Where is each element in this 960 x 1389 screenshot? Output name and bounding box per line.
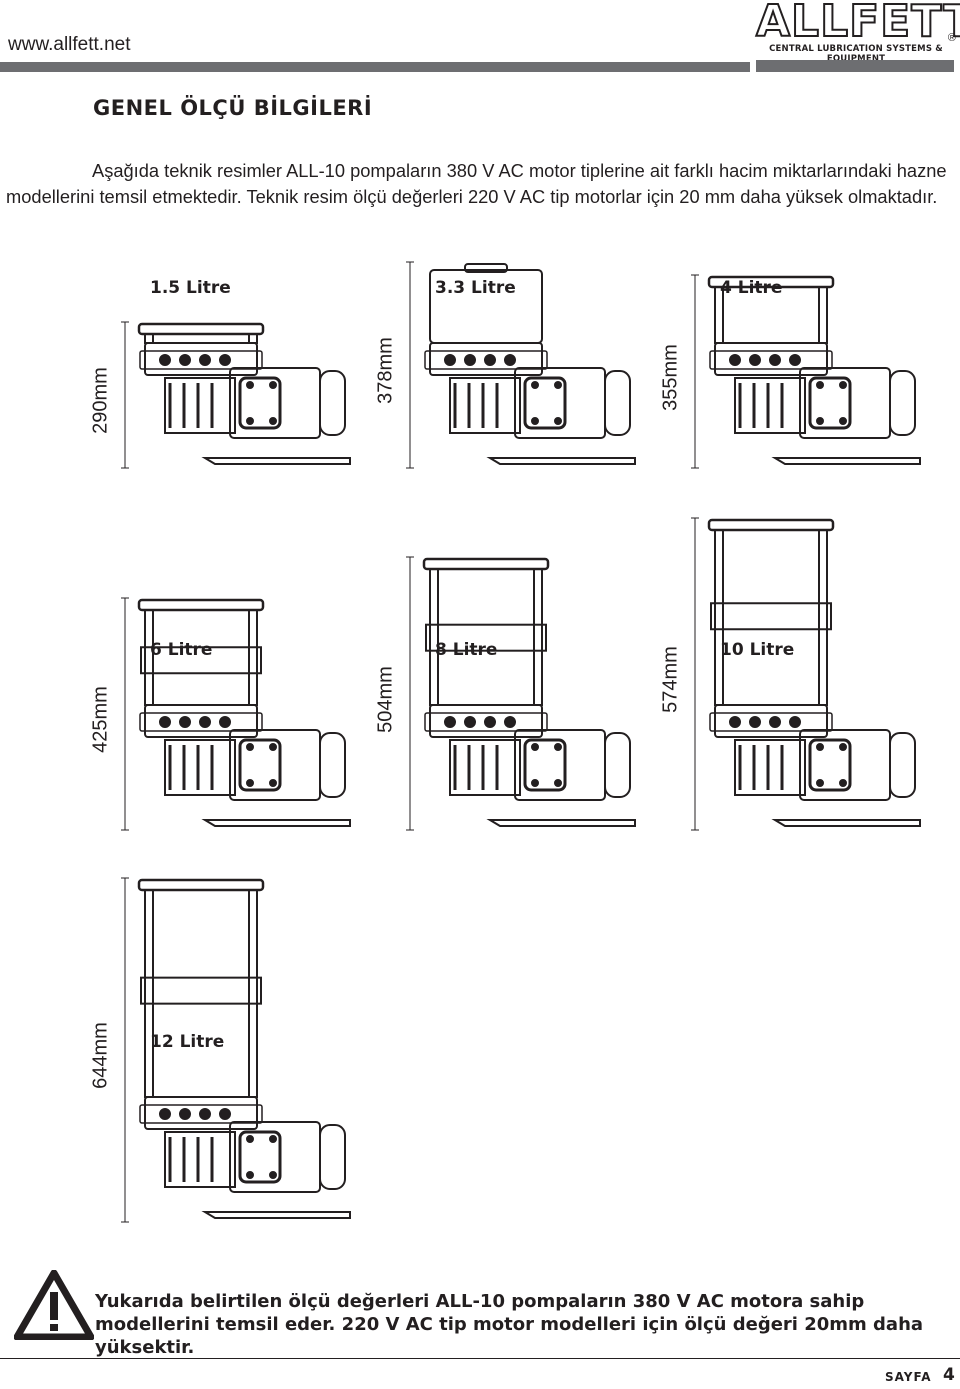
page-title: GENEL ÖLÇÜ BİLGİLERİ [93, 96, 373, 120]
tank-volume-label: 12 Litre [150, 1032, 225, 1052]
allfett-logo: ALLFETT ® CENTRAL LUBRICATION SYSTEMS & … [755, 0, 960, 72]
pump-drawing [121, 597, 351, 831]
tank-volume-label: 6 Litre [150, 640, 213, 660]
footer-divider [0, 1358, 960, 1359]
header-bar [0, 62, 750, 72]
warning-icon [14, 1270, 94, 1340]
height-dimension-label: 355mm [659, 343, 682, 411]
pump-drawing [691, 517, 921, 831]
height-dimension-label: 378mm [374, 337, 397, 404]
height-dimension-label: 504mm [374, 665, 397, 733]
logo-registered-mark: ® [947, 32, 956, 44]
logo-tagline: CENTRAL LUBRICATION SYSTEMS & EQUIPMENT [769, 44, 943, 64]
pump-drawing [121, 321, 351, 469]
tank-volume-label: 1.5 Litre [150, 278, 231, 298]
page-label: SAYFA [885, 1370, 932, 1384]
height-dimension-label: 425mm [89, 686, 112, 753]
pump-drawing [121, 877, 351, 1223]
website-url[interactable]: www.allfett.net [8, 34, 131, 55]
tank-volume-label: 4 Litre [720, 278, 783, 298]
pump-drawing [406, 261, 636, 469]
logo-bar [756, 60, 954, 72]
logo-wordmark: ALLFETT [755, 0, 960, 47]
tank-volume-label: 3.3 Litre [435, 278, 516, 298]
pump-drawing [406, 556, 636, 831]
page-number: 4 [943, 1365, 955, 1385]
height-dimension-label: 574mm [659, 646, 682, 713]
pump-drawing [691, 274, 921, 469]
tank-volume-label: 8 Litre [435, 640, 498, 660]
height-dimension-label: 290mm [89, 367, 112, 434]
warning-note: Yukarıda belirtilen ölçü değerleri ALL-1… [95, 1291, 924, 1358]
height-dimension-label: 644mm [89, 1022, 112, 1089]
tank-volume-label: 10 Litre [720, 640, 795, 660]
intro-paragraph: Aşağıda teknik resimler ALL-10 pompaları… [6, 160, 947, 207]
